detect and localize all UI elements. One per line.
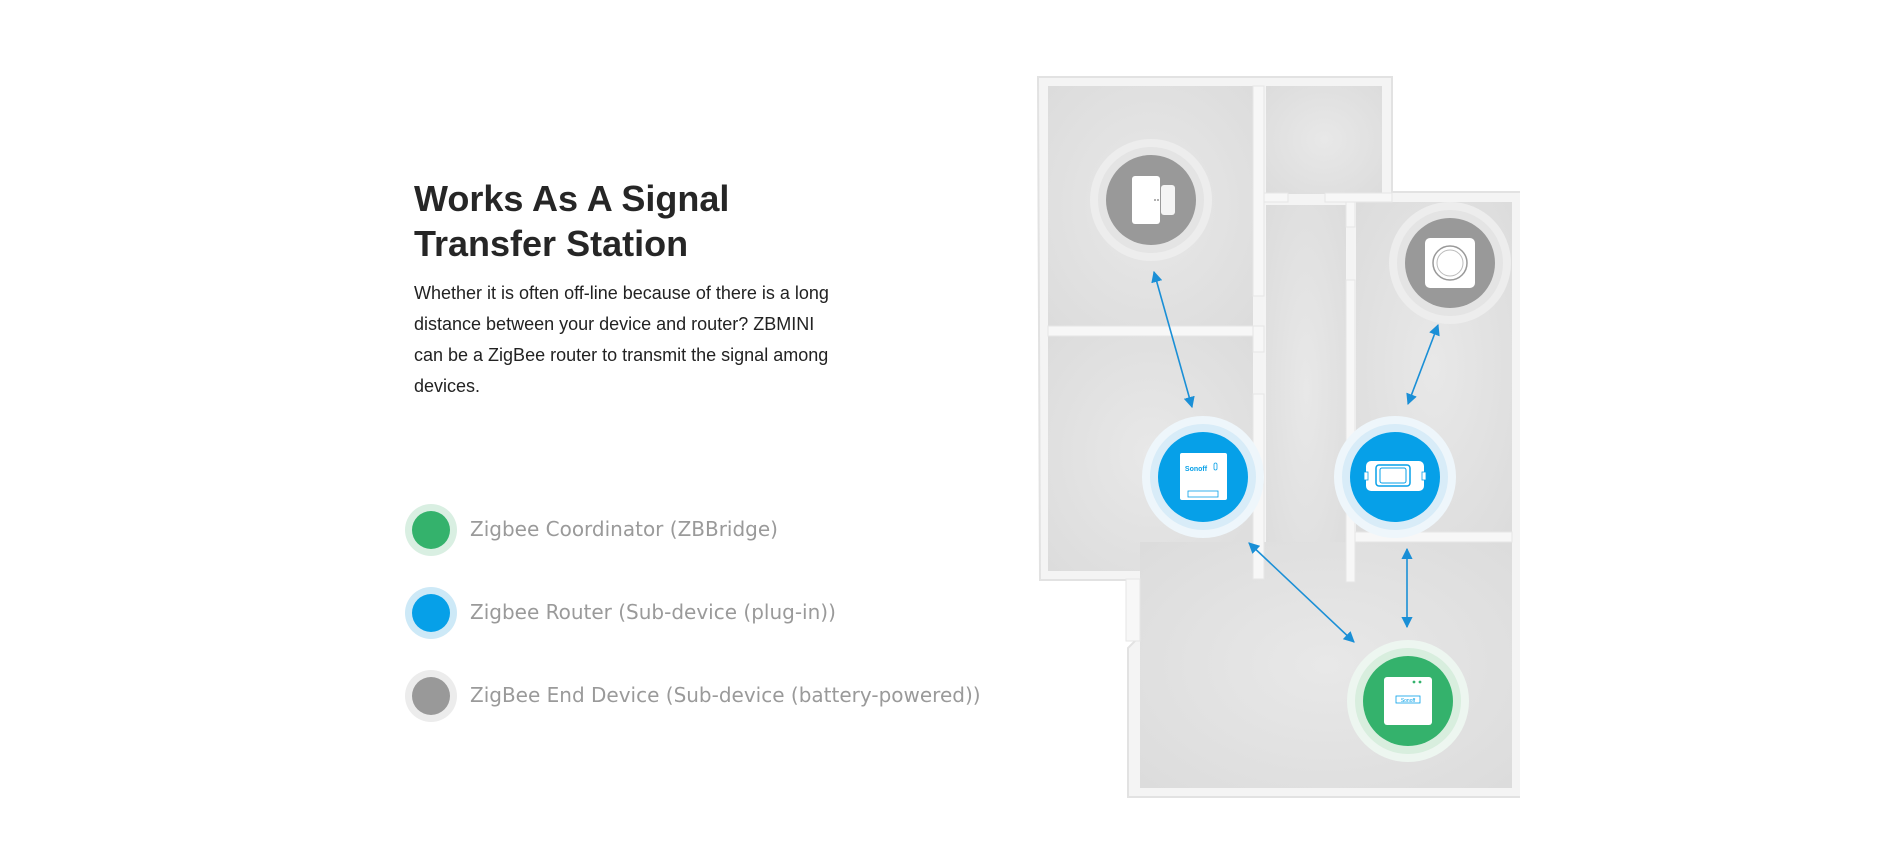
legend-label-end-device: ZigBee End Device (Sub-device (battery-p… (470, 683, 981, 707)
motion-sensor-icon (1425, 238, 1475, 288)
end-device-dot-icon (405, 670, 457, 722)
router-plug-module (1334, 416, 1456, 538)
svg-text:Sonoff: Sonoff (1185, 466, 1208, 473)
section-description: Whether it is often off-line because of … (414, 283, 829, 396)
signal-arrows (1151, 270, 1440, 643)
router-zbmini: Sonoff (1142, 416, 1264, 538)
coordinator-zbbridge: Sonoff (1347, 640, 1469, 762)
legend-item-router: Zigbee Router (Sub-device (plug-in)) (405, 587, 1025, 670)
smart-plug-module-icon (1363, 461, 1427, 491)
zbmini-switch-icon: Sonoff (1180, 453, 1227, 500)
headline-line-1: Works As A Signal (414, 178, 730, 219)
door-sensor-icon (1132, 176, 1175, 224)
zbbridge-hub-icon: Sonoff (1384, 677, 1432, 725)
svg-text:Sonoff: Sonoff (1401, 698, 1416, 704)
floor-plan-illustration: Sonoff (1036, 76, 1520, 798)
router-dot-icon (405, 587, 457, 639)
legend-item-end-device: ZigBee End Device (Sub-device (battery-p… (405, 670, 1025, 753)
legend-label-router: Zigbee Router (Sub-device (plug-in)) (470, 600, 836, 624)
device-legend: Zigbee Coordinator (ZBBridge) Zigbee Rou… (405, 504, 1025, 753)
legend-label-coordinator: Zigbee Coordinator (ZBBridge) (470, 517, 778, 541)
section-headline: Works As A Signal Transfer Station (414, 176, 894, 266)
end-device-door-sensor (1090, 139, 1212, 261)
coordinator-dot-icon (405, 504, 457, 556)
headline-line-2: Transfer Station (414, 223, 689, 264)
end-device-motion-sensor (1389, 202, 1511, 324)
legend-item-coordinator: Zigbee Coordinator (ZBBridge) (405, 504, 1025, 587)
